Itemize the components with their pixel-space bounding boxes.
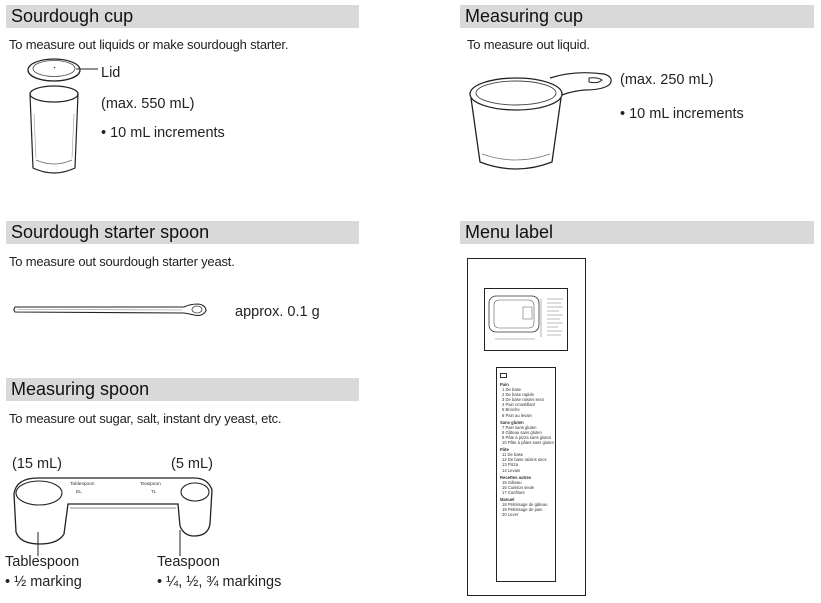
sourdough-cup-increments: • 10 mL increments <box>101 125 225 141</box>
measuring-cup-description: To measure out liquid. <box>467 37 590 52</box>
menu-list-text: Pain 1 De base 2 De base rapide 3 De bas… <box>500 380 554 517</box>
menu-item: 5 Brioche <box>502 407 520 413</box>
measuring-cup-increments: • 10 mL increments <box>620 106 744 122</box>
sourdough-cup-description: To measure out liquids or make sourdough… <box>9 37 289 52</box>
menu-item: 15 Gâteau <box>502 479 522 485</box>
sourdough-cup-capacity: (max. 550 mL) <box>101 96 195 112</box>
menu-item: 10 Pâte à pâtes sans gluten <box>502 440 554 446</box>
engraved-teaspoon-text: Teaspoon <box>140 482 161 487</box>
engraved-el-text: EL <box>76 490 82 495</box>
menu-group-heading: Sans gluten <box>500 419 524 425</box>
menu-item: 12 De base raisins secs <box>502 457 547 463</box>
tablespoon-volume: (15 mL) <box>12 456 62 472</box>
teaspoon-marking: • ¼, ½, ¾ markings <box>157 574 282 590</box>
menu-item: 2 De base rapide <box>502 392 534 398</box>
menu-item: 18 Pétrissage de gâteau <box>502 502 548 508</box>
measuring-spoon-illustration <box>13 477 213 556</box>
teaspoon-volume: (5 mL) <box>171 456 213 472</box>
menu-item: 19 Pétrissage de pain <box>502 507 543 513</box>
menu-group-heading: Pâte <box>500 447 509 453</box>
tablespoon-label: Tablespoon <box>5 554 80 570</box>
tablespoon-marking: • ½ marking <box>5 574 82 590</box>
menu-item: 11 De base <box>502 452 524 458</box>
measuring-spoon-description: To measure out sugar, salt, instant dry … <box>9 411 282 426</box>
menu-item: 17 Confiture <box>502 489 525 495</box>
starter-spoon-illustration <box>13 303 207 317</box>
menu-item: 8 Gâteau sans gluten <box>502 429 542 435</box>
menu-item: 1 De base <box>502 387 522 393</box>
menu-item: 3 De base raisins secs <box>502 397 545 403</box>
measuring-cup-capacity: (max. 250 mL) <box>620 72 714 88</box>
section-header-starter-spoon: Sourdough starter spoon <box>6 221 359 244</box>
section-header-measuring-cup: Measuring cup <box>460 5 814 28</box>
section-header-menu-label: Menu label <box>460 221 814 244</box>
section-header-measuring-spoon: Measuring spoon <box>6 378 359 401</box>
menu-item: 20 Lever <box>502 512 519 518</box>
menu-item: 14 Levain <box>502 467 521 473</box>
menu-group-heading: Recettes autres <box>500 474 532 480</box>
engraved-tablespoon-text: Tablespoon <box>70 482 95 487</box>
engraved-tl-text: TL <box>151 490 157 495</box>
menu-label-program-list <box>496 367 556 582</box>
menu-book-icon <box>500 373 507 378</box>
section-header-sourdough-cup: Sourdough cup <box>6 5 359 28</box>
measuring-cup-illustration <box>469 72 612 170</box>
menu-item: 6 Pain au levain <box>502 412 532 418</box>
menu-item: 4 Pain croustillant <box>502 402 536 408</box>
starter-spoon-description: To measure out sourdough starter yeast. <box>9 254 235 269</box>
menu-label-machine-thumbnail <box>484 288 568 351</box>
menu-group-heading: Manuel <box>500 496 515 502</box>
menu-item: 9 Pâte à pizza sans gluten <box>502 434 552 440</box>
teaspoon-label: Teaspoon <box>157 554 220 570</box>
sourdough-cup-illustration <box>27 58 98 174</box>
menu-item: 16 Cuisson seule <box>502 484 535 490</box>
lid-label: Lid <box>101 65 121 81</box>
starter-spoon-amount: approx. 0.1 g <box>235 304 320 320</box>
menu-item: 7 Pain sans gluten <box>502 424 537 430</box>
menu-group-heading: Pain <box>500 382 509 387</box>
menu-item: 13 Pizza <box>502 462 519 468</box>
